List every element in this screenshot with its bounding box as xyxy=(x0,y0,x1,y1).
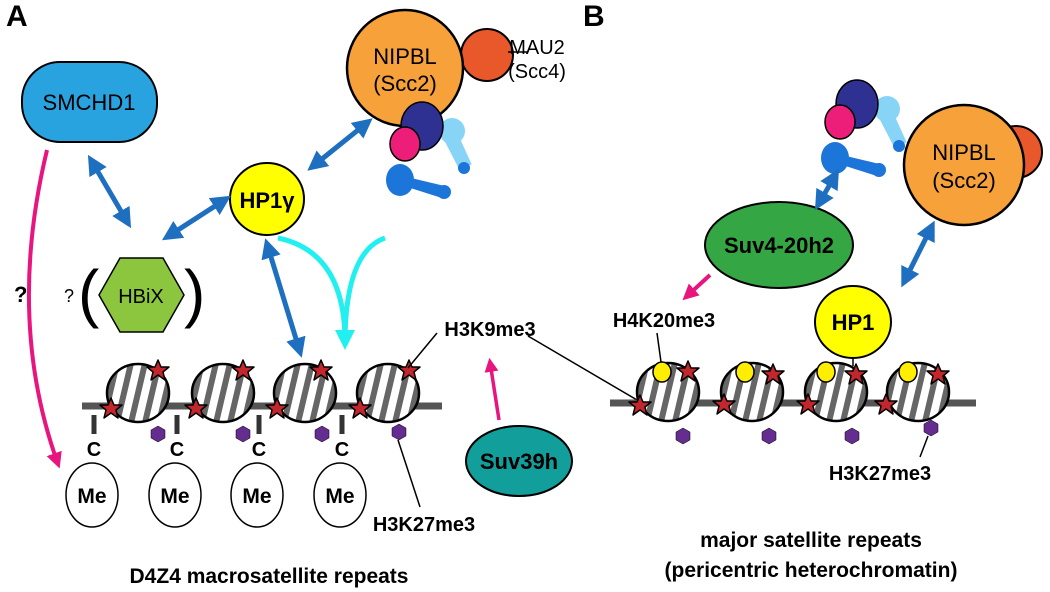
h3k27me3-leader-a xyxy=(397,439,421,508)
methyl-label-a3: Me xyxy=(242,485,271,508)
arrow-cohesin-suv420h2 xyxy=(814,168,840,211)
suv39h-label: Suv39h xyxy=(480,449,558,474)
arrow-hbix-hp1g xyxy=(161,195,232,241)
nucleosome-b4 xyxy=(882,358,954,426)
nucleosome-b3 xyxy=(800,358,872,426)
cytosine-label-a3: C xyxy=(252,439,266,461)
h3k27me3-hex-a3 xyxy=(314,425,330,443)
cyan-arrow-left-branch xyxy=(277,235,348,343)
panel-b-caption-line2: (pericentric heterochromatin) xyxy=(665,559,958,582)
h3k27me3-hex-a1 xyxy=(150,425,166,443)
h3k27me3-label-a: H3K27me3 xyxy=(373,514,475,536)
pink-arrow-smchd1-methylation xyxy=(26,149,62,469)
methyl-label-a4: Me xyxy=(325,485,354,508)
h3k27me3-leader-b xyxy=(919,435,929,458)
left-paren: ( xyxy=(78,257,99,329)
methylated-cpg-a4: C Me xyxy=(313,415,367,528)
question-mark-smchd1: ? xyxy=(14,282,27,307)
cytosine-label-a2: C xyxy=(170,439,184,461)
h3k27me3-hex-a2 xyxy=(235,425,251,443)
smchd1-label: SMCHD1 xyxy=(43,90,136,115)
arrow-hp1g-chromatin xyxy=(261,238,306,358)
h3k9me3-leader-b xyxy=(527,335,638,401)
methylated-cpg-a1: C Me xyxy=(65,415,119,528)
nipbl-protein-b xyxy=(902,103,1026,227)
hbix-label: HBiX xyxy=(118,286,164,308)
h4k20me3-dot-b4 xyxy=(898,361,918,383)
arrow-nipbl-hp1 xyxy=(901,220,935,288)
scc2-label-b: (Scc2) xyxy=(932,168,996,193)
mau2-label: MAU2 xyxy=(509,37,565,59)
panel-a-caption: D4Z4 macrosatellite repeats xyxy=(130,565,409,588)
question-mark-hbix: ? xyxy=(64,286,74,306)
h3k27me3-label-b: H3K27me3 xyxy=(829,463,931,485)
panel-a-letter: A xyxy=(6,0,28,33)
nipbl-label-a: NIPBL xyxy=(373,44,437,69)
hp1-gamma-label: HP1γ xyxy=(239,188,295,213)
scc4-label: (Scc4) xyxy=(508,61,566,83)
methyl-label-a2: Me xyxy=(160,485,189,508)
pink-arrow-suv39h-h3k9me3 xyxy=(484,357,501,421)
cohesin-complex-b xyxy=(821,80,905,177)
h4k20me3-dot-b1 xyxy=(652,361,672,383)
h3k9me3-leader-a xyxy=(407,332,438,369)
hp1-label: HP1 xyxy=(832,310,875,335)
smchd1-protein xyxy=(21,61,158,143)
h3k27me3-hex-b2 xyxy=(761,427,777,445)
h3k9me3-label: H3K9me3 xyxy=(444,319,535,341)
suv39h-protein xyxy=(465,425,573,497)
methylated-cpg-a3: C Me xyxy=(230,415,284,528)
arrow-smchd1-hbix xyxy=(87,154,132,229)
methylated-cpg-a2: C Me xyxy=(148,415,202,528)
arrow-hp1g-nipbl xyxy=(307,118,373,171)
panel-b-letter: B xyxy=(583,0,605,33)
h3k27me3-hex-b3 xyxy=(844,427,860,445)
h3k27me3-hex-b4 xyxy=(923,419,939,437)
cytosine-label-a4: C xyxy=(335,439,349,461)
h4k20me3-dot-b2 xyxy=(735,361,755,383)
methyl-label-a1: Me xyxy=(77,485,106,508)
nipbl-label-b: NIPBL xyxy=(932,140,996,165)
suv420h2-protein xyxy=(704,201,854,289)
cyan-arrow-right-branch xyxy=(335,235,386,350)
pink-arrow-suv420h2-h4k20me3 xyxy=(682,273,712,301)
right-paren: ) xyxy=(184,257,205,329)
scc2-label-a: (Scc2) xyxy=(373,71,437,96)
h3k27me3-hex-a4 xyxy=(391,423,407,441)
h3k27me3-hex-b1 xyxy=(675,427,691,445)
suv420h2-label: Suv4-20h2 xyxy=(724,233,834,258)
cytosine-label-a1: C xyxy=(87,439,101,461)
h4k20me3-dot-b3 xyxy=(816,361,836,383)
h4k20me3-leader xyxy=(656,332,662,363)
mau2-protein-a xyxy=(460,28,514,82)
h4k20me3-label: H4K20me3 xyxy=(613,310,715,332)
panel-b-caption-line1: major satellite repeats xyxy=(700,529,922,552)
hbix-protein xyxy=(98,257,185,333)
